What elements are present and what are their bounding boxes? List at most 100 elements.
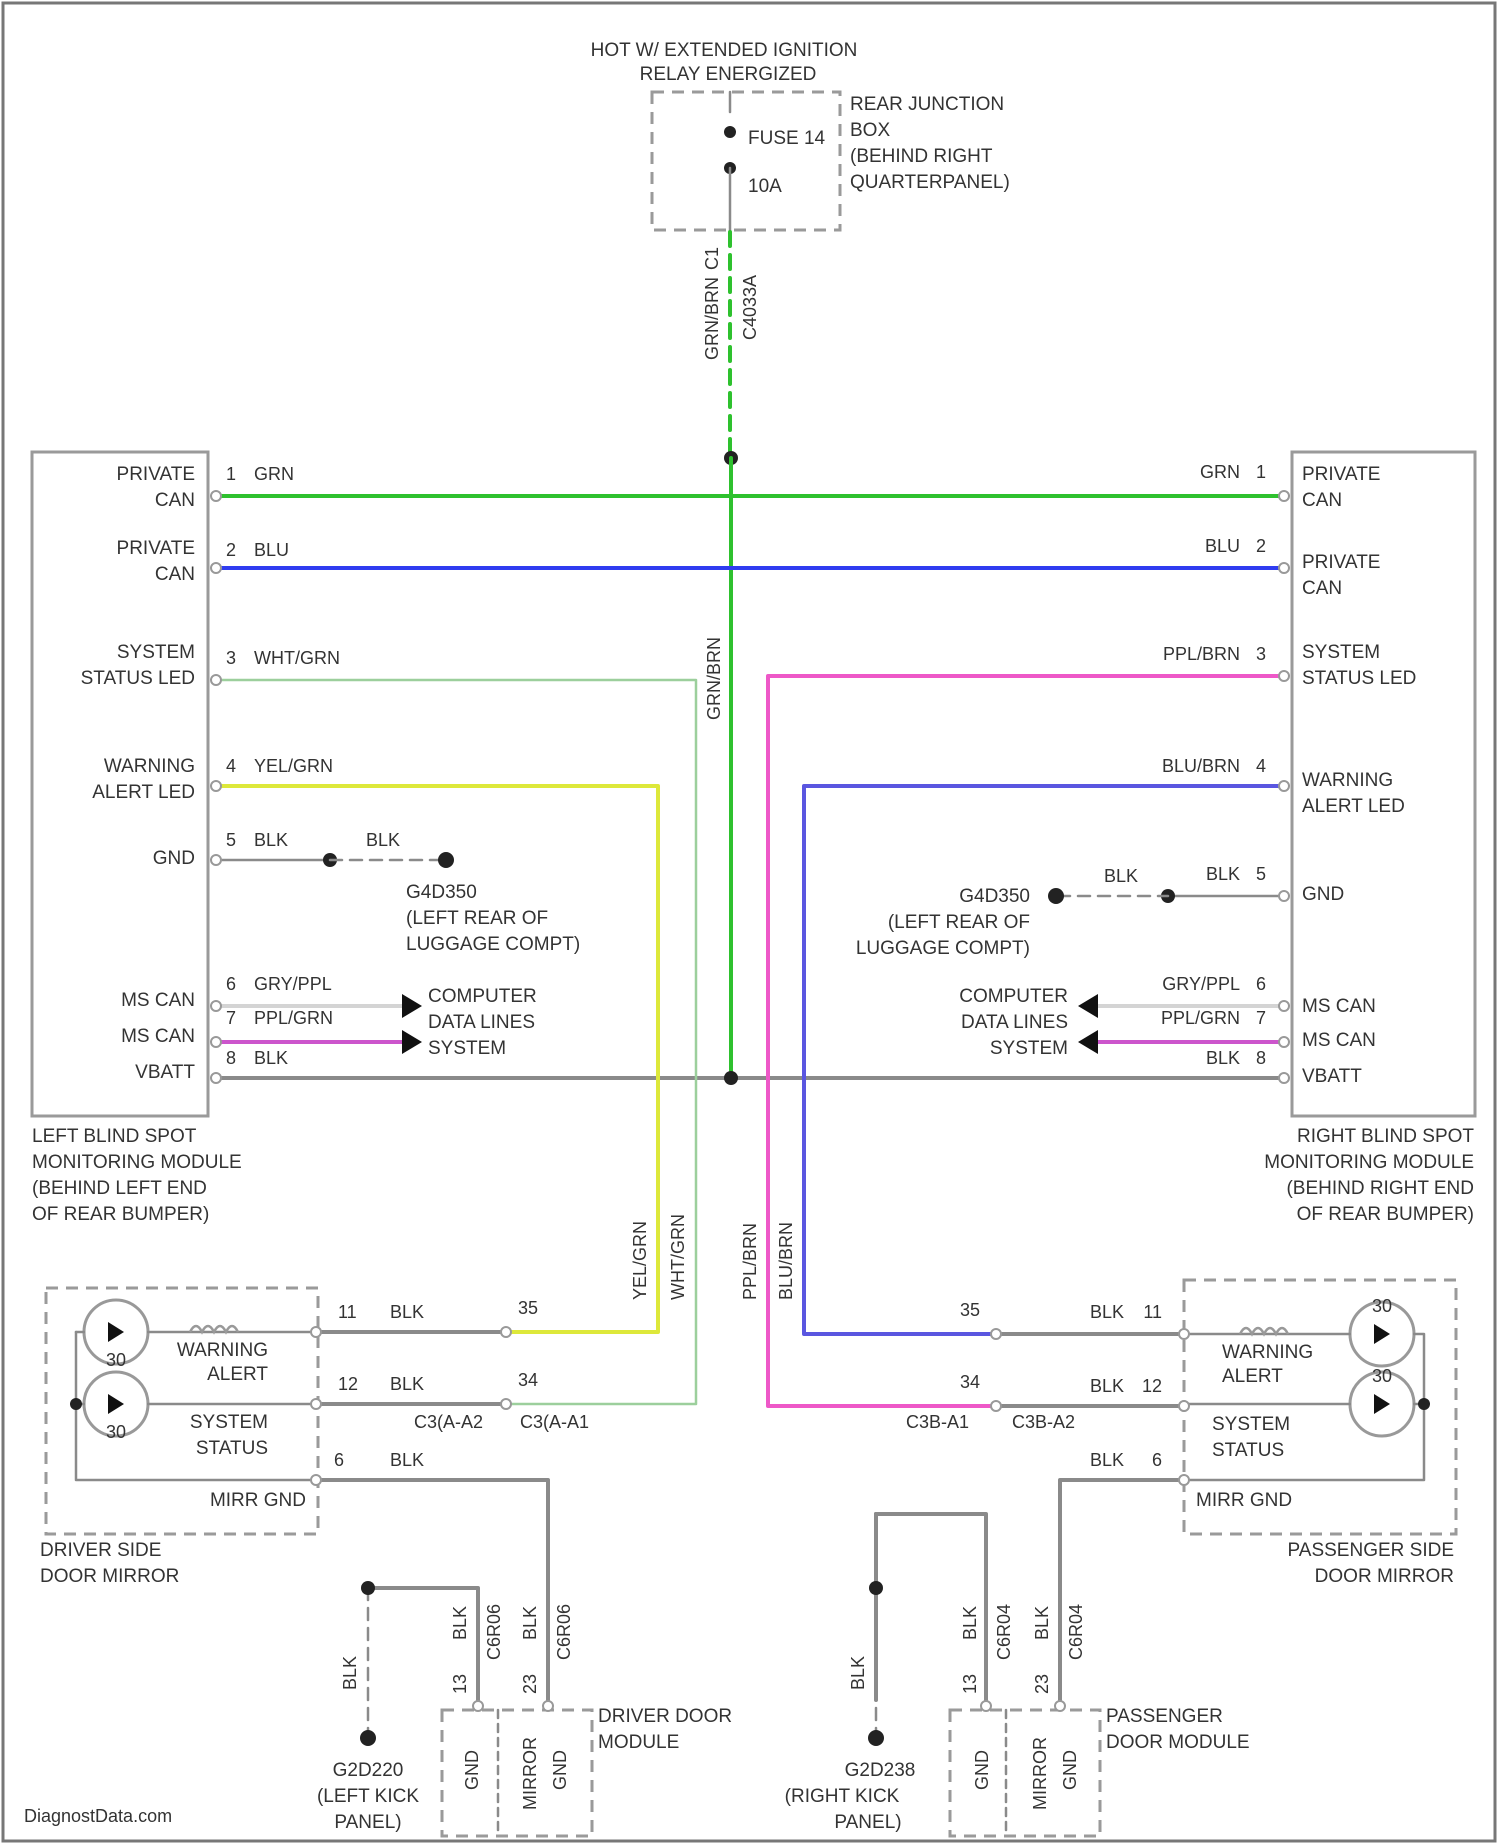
driver-pin12: 12 — [338, 1374, 358, 1394]
vbatt-wires: 8 BLK 8 BLK — [211, 1048, 1289, 1085]
feed-connector-label: C4033A — [740, 275, 760, 340]
right-computer2: DATA LINES — [961, 1012, 1068, 1033]
feed-pin-label: C1 — [702, 247, 722, 270]
right-pin2-label2: CAN — [1302, 578, 1342, 599]
left-pin7-label: MS CAN — [121, 1026, 195, 1047]
driver-conn-b: C3(A-A1 — [520, 1412, 589, 1432]
left-pin8-num: 8 — [226, 1048, 236, 1068]
passenger-pin23: 23 — [1032, 1674, 1052, 1694]
power-header: HOT W/ EXTENDED IGNITION RELAY ENERGIZED — [591, 40, 858, 85]
passenger-pin12-conn: 34 — [960, 1372, 980, 1392]
right-pin5-wire: BLK — [1206, 864, 1240, 884]
right-pin2-wire: BLU — [1205, 536, 1240, 556]
right-pin3-wire: PPL/BRN — [1163, 644, 1240, 664]
passenger-gnd2: GND — [1060, 1750, 1080, 1790]
driver-system: SYSTEM — [190, 1412, 268, 1433]
passenger-alert: ALERT — [1222, 1366, 1283, 1387]
left-pin3-wire: WHT/GRN — [254, 648, 340, 668]
driver-gnd2: GND — [550, 1750, 570, 1790]
left-ground-loc1: (LEFT REAR OF — [406, 908, 548, 929]
left-pin3-num: 3 — [226, 648, 236, 668]
junction-box-line4: QUARTERPANEL) — [850, 172, 1010, 193]
right-ground-loc1: (LEFT REAR OF — [888, 912, 1030, 933]
driver-ground-wire: BLK — [340, 1656, 360, 1690]
passenger-conn-a: C3B-A1 — [906, 1412, 969, 1432]
right-pin8-wire: BLK — [1206, 1048, 1240, 1068]
left-pin6-wire: GRY/PPL — [254, 974, 332, 994]
passenger-ground-loc2: PANEL) — [834, 1812, 901, 1833]
passenger-conn2: C6R04 — [1066, 1604, 1086, 1660]
driver-conn-a: C3(A-A2 — [414, 1412, 483, 1432]
right-ground-wire: BLK — [1104, 866, 1138, 886]
passenger-ground-wire: BLK — [848, 1656, 868, 1690]
driver-pin11-wire: BLK — [390, 1302, 424, 1322]
left-ground-loc2: LUGGAGE COMPT) — [406, 934, 580, 955]
right-pin7-label: MS CAN — [1302, 1030, 1376, 1051]
left-ground-id: G4D350 — [406, 882, 477, 903]
left-computer3: SYSTEM — [428, 1038, 506, 1059]
driver-pin12-wire: BLK — [390, 1374, 424, 1394]
left-pin5-num: 5 — [226, 830, 236, 850]
right-pin1-label2: CAN — [1302, 490, 1342, 511]
right-pin8-num: 8 — [1256, 1048, 1266, 1068]
passenger-ground-id: G2D238 — [845, 1760, 916, 1781]
junction-box-line3: (BEHIND RIGHT — [850, 146, 993, 167]
right-pin4-label: WARNING — [1302, 770, 1393, 791]
left-pin4-label2: ALERT LED — [92, 782, 195, 803]
left-pin3-label2: STATUS LED — [81, 668, 195, 689]
left-pin1-num: 1 — [226, 464, 236, 484]
right-pin4-label2: ALERT LED — [1302, 796, 1405, 817]
driver-warning: WARNING — [177, 1340, 268, 1361]
left-wht-vlabel: WHT/GRN — [668, 1214, 688, 1300]
left-pin4-label: WARNING — [104, 756, 195, 777]
passenger-pin11-conn: 35 — [960, 1300, 980, 1320]
passenger-gnd1: GND — [972, 1750, 992, 1790]
driver-ground-id: G2D220 — [333, 1760, 404, 1781]
feed-wire-label-mid: GRN/BRN — [704, 637, 724, 720]
driver-side-mirror: 30 30 WARNING ALERT SYSTEM STATUS MIRR G… — [40, 1288, 589, 1700]
junction-box-line1: REAR JUNCTION — [850, 94, 1004, 115]
right-blind-spot-module: PRIVATE CAN PRIVATE CAN SYSTEM STATUS LE… — [1264, 452, 1475, 1225]
passenger-warning: WARNING — [1222, 1342, 1313, 1363]
left-pin2-label2: CAN — [155, 564, 195, 585]
left-ms-can: 6 GRY/PPL 7 PPL/GRN COMPUTER DATA LINES … — [211, 974, 537, 1059]
passenger-mirr-gnd: MIRR GND — [1196, 1490, 1292, 1511]
fuse-label: FUSE 14 — [748, 128, 826, 149]
driver-pin11-conn: 35 — [518, 1298, 538, 1318]
right-pin2-label: PRIVATE — [1302, 552, 1380, 573]
left-computer1: COMPUTER — [428, 986, 537, 1007]
left-pin6-num: 6 — [226, 974, 236, 994]
passenger-side-mirror: 30 30 WARNING ALERT SYSTEM STATUS MIRR G… — [906, 1280, 1456, 1700]
passenger-pin11: 11 — [1143, 1302, 1162, 1322]
driver-caption2: DOOR MIRROR — [40, 1566, 179, 1587]
right-pin1-label: PRIVATE — [1302, 464, 1380, 485]
passenger-status: STATUS — [1212, 1440, 1284, 1461]
right-computer1: COMPUTER — [959, 986, 1068, 1007]
driver-pin6: 6 — [334, 1450, 344, 1470]
right-caption2: MONITORING MODULE — [1264, 1152, 1474, 1173]
left-pin6-label: MS CAN — [121, 990, 195, 1011]
feed-wire: GRN/BRN C1 C4033A GRN/BRN — [702, 232, 760, 1078]
rear-junction-box: FUSE 14 10A REAR JUNCTION BOX (BEHIND RI… — [652, 92, 1010, 230]
right-pin7-num: 7 — [1256, 1008, 1266, 1028]
driver-wire2: BLK — [520, 1606, 540, 1640]
left-pin4-num: 4 — [226, 756, 236, 776]
driver-pin23: 23 — [520, 1674, 540, 1694]
driver-pin11: 11 — [338, 1302, 357, 1322]
passenger-mirror: MIRROR — [1030, 1737, 1050, 1810]
left-computer2: DATA LINES — [428, 1012, 535, 1033]
left-yel-vlabel: YEL/GRN — [630, 1221, 650, 1300]
passenger-system: SYSTEM — [1212, 1414, 1290, 1435]
driver-wire1: BLK — [450, 1606, 470, 1640]
left-caption1: LEFT BLIND SPOT — [32, 1126, 197, 1147]
vbatt-splice — [724, 1071, 738, 1085]
right-pin7-wire: PPL/GRN — [1161, 1008, 1240, 1028]
passenger-door-caption2: DOOR MODULE — [1106, 1732, 1250, 1753]
driver-conn1: C6R06 — [484, 1604, 504, 1660]
passenger-led1-num: 30 — [1372, 1296, 1392, 1316]
right-pin8-label: VBATT — [1302, 1066, 1362, 1087]
driver-ground-loc2: PANEL) — [334, 1812, 401, 1833]
left-ground-wire: BLK — [366, 830, 400, 850]
driver-door-caption1: DRIVER DOOR — [598, 1706, 732, 1727]
